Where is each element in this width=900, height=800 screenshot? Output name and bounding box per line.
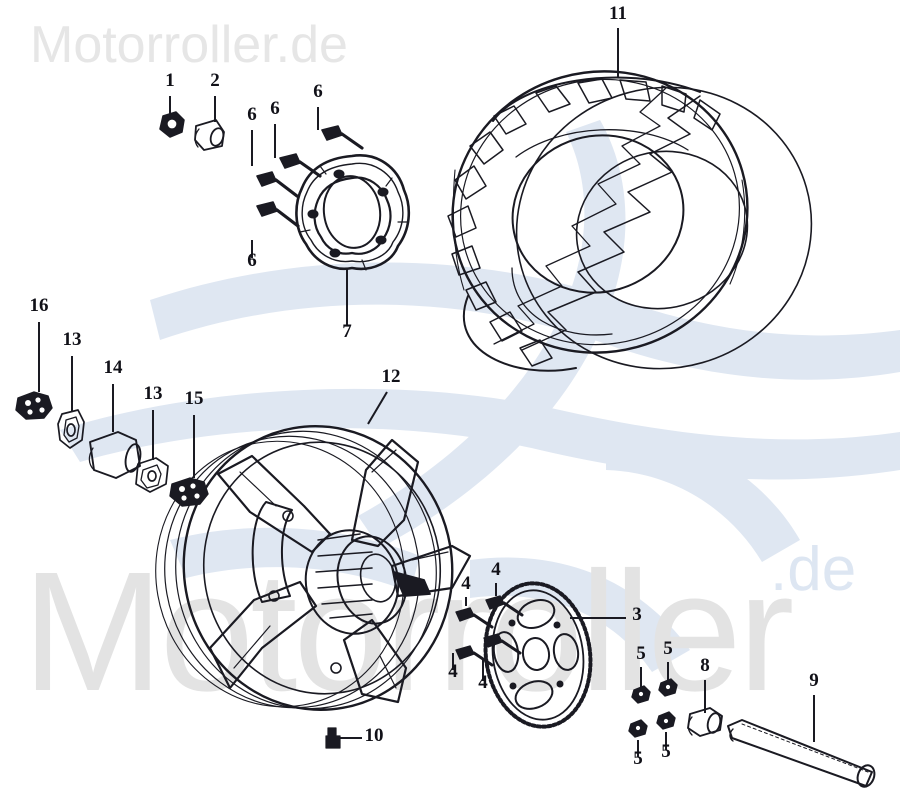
- callout-9-axle-shaft-label[interactable]: 9: [809, 670, 819, 691]
- callout-3-sprocket-label[interactable]: 3: [632, 604, 642, 625]
- part-sprocket-nuts: [628, 678, 678, 738]
- callout-12-wheel-rim-leader: [367, 391, 388, 425]
- part-brake-disc: [295, 154, 411, 271]
- watermark-suffix: .de: [770, 535, 856, 604]
- callout-5-nut-d-label[interactable]: 5: [661, 741, 671, 762]
- callout-11-tire-label[interactable]: 11: [609, 3, 627, 24]
- callout-10-valve-stem-label[interactable]: 10: [365, 725, 384, 746]
- callout-8-collar-label[interactable]: 8: [700, 655, 710, 676]
- callout-5-nut-b-label[interactable]: 5: [663, 638, 673, 659]
- part-wheel-rim: [155, 425, 472, 711]
- callout-4-sprocket-bolt-b-label[interactable]: 4: [491, 559, 501, 580]
- part-bearing-right: [169, 477, 209, 507]
- swoosh-graphic: [60, 120, 900, 672]
- callout-16-bearing-left-label[interactable]: 16: [30, 295, 49, 316]
- part-axle-nut: [159, 111, 185, 138]
- callout-15-bearing-right-label[interactable]: 15: [185, 388, 204, 409]
- callout-6-disc-bolt-d-label[interactable]: 6: [247, 250, 257, 271]
- callout-4-sprocket-bolt-c-label[interactable]: 4: [448, 661, 458, 682]
- callout-7-brake-disc-label[interactable]: 7: [342, 321, 352, 342]
- part-sprocket: [483, 581, 593, 729]
- callout-5-nut-c-label[interactable]: 5: [633, 748, 643, 769]
- callout-4-sprocket-bolt-d-label[interactable]: 4: [478, 672, 488, 693]
- part-seal-right: [135, 457, 169, 493]
- part-seal-left: [57, 409, 85, 449]
- part-sprocket-bolts: [455, 595, 524, 667]
- callout-13-seal-left-label[interactable]: 13: [63, 329, 82, 350]
- callout-6-disc-bolt-b-label[interactable]: 6: [270, 98, 280, 119]
- callout-4-sprocket-bolt-a-label[interactable]: 4: [461, 573, 471, 594]
- callout-12-wheel-rim-label[interactable]: 12: [382, 366, 401, 387]
- part-valve-stem: [325, 727, 341, 749]
- callout-5-nut-a-label[interactable]: 5: [636, 643, 646, 664]
- callout-1-axle-nut-label[interactable]: 1: [165, 70, 175, 91]
- callout-14-spacer-tube-label[interactable]: 14: [104, 357, 124, 378]
- part-disc-bolts: [256, 125, 364, 228]
- callout-2-spacer-label[interactable]: 2: [210, 70, 220, 91]
- part-tire: [447, 70, 813, 372]
- part-axle-collar: [687, 707, 723, 737]
- watermark-top: Motorroller.de: [30, 16, 348, 74]
- callout-13-seal-right-label[interactable]: 13: [144, 383, 163, 404]
- part-bearing-left: [15, 391, 53, 420]
- part-distance-tube: [88, 431, 142, 479]
- part-axle-shaft: [727, 719, 876, 788]
- callout-6-disc-bolt-c-label[interactable]: 6: [313, 81, 323, 102]
- callout-6-disc-bolt-a-label[interactable]: 6: [247, 104, 257, 125]
